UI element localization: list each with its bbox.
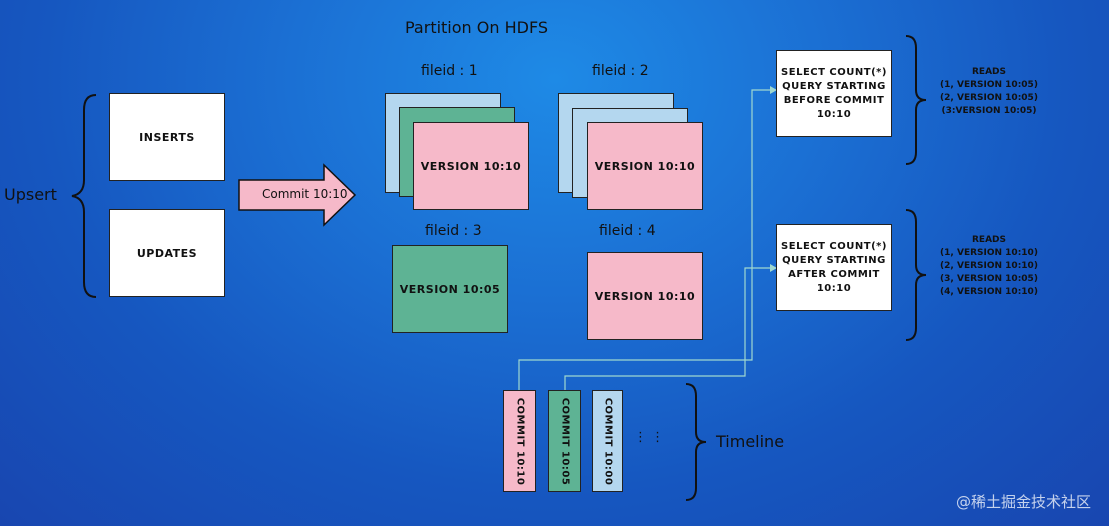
timeline-brace-icon <box>685 383 707 501</box>
reads-after-title: READS <box>972 235 1006 245</box>
fileid-1-version-front: VERSION 10:10 <box>413 122 529 210</box>
query-before-line1: SELECT COUNT(*) <box>781 66 887 78</box>
query-after-line3-rest: COMMIT <box>826 268 880 280</box>
fileid-2-version-label: VERSION 10:10 <box>594 159 696 173</box>
fileid-3-version: VERSION 10:05 <box>392 245 508 333</box>
fileid-1-version-label: VERSION 10:10 <box>420 159 522 173</box>
fileid-4-version: VERSION 10:10 <box>587 252 703 340</box>
reads-after-brace-icon <box>905 209 927 341</box>
reads-after-line: (3, VERSION 10:05) <box>940 274 1038 284</box>
reads-before: READS (1, VERSION 10:05) (2, VERSION 10:… <box>930 66 1048 118</box>
commit-arrow-icon <box>238 163 357 227</box>
reads-before-line: (1, VERSION 10:05) <box>940 80 1038 90</box>
reads-before-title: READS <box>972 67 1006 77</box>
timeline-commit-1005-label: COMMIT 10:05 <box>559 397 571 485</box>
upsert-label: Upsert <box>4 185 57 204</box>
inserts-box: INSERTS <box>109 93 225 181</box>
fileid-4-version-label: VERSION 10:10 <box>594 289 696 303</box>
fileid-2-version-front: VERSION 10:10 <box>587 122 703 210</box>
reads-before-brace-icon <box>905 35 927 165</box>
query-after-line3: AFTER COMMIT <box>788 268 880 282</box>
query-before-line3-rest: COMMIT <box>831 94 885 106</box>
watermark: @稀土掘金技术社区 <box>955 493 1091 511</box>
query-before-line3-bold: BEFORE <box>783 94 832 106</box>
query-after-box: SELECT COUNT(*) QUERY STARTING AFTER COM… <box>776 224 892 311</box>
reads-before-line: (2, VERSION 10:05) <box>940 93 1038 103</box>
fileid-1-label: fileid : 1 <box>421 63 478 79</box>
reads-after-line: (4, VERSION 10:10) <box>940 287 1038 297</box>
commit-arrow-label: Commit 10:10 <box>262 187 348 201</box>
query-before-line2: QUERY STARTING <box>782 80 886 92</box>
upsert-brace-icon <box>71 94 97 298</box>
fileid-3-version-label: VERSION 10:05 <box>399 282 501 296</box>
query-before-line3: BEFORE COMMIT <box>784 94 885 108</box>
timeline-commit-1010-label: COMMIT 10:10 <box>514 397 526 485</box>
query-before-box: SELECT COUNT(*) QUERY STARTING BEFORE CO… <box>776 50 892 137</box>
inserts-label: INSERTS <box>139 130 195 144</box>
fileid-4-label: fileid : 4 <box>599 223 656 239</box>
query-after-line1: SELECT COUNT(*) <box>781 240 887 252</box>
query-after-line2: QUERY STARTING <box>782 254 886 266</box>
reads-after-line: (2, VERSION 10:10) <box>940 261 1038 271</box>
timeline-commit-1000: COMMIT 10:00 <box>592 390 623 492</box>
timeline-label: Timeline <box>716 432 785 451</box>
reads-after: READS (1, VERSION 10:10) (2, VERSION 10:… <box>930 234 1048 299</box>
timeline-commit-1000-label: COMMIT 10:00 <box>602 397 614 485</box>
query-after-line4: 10:10 <box>816 282 852 294</box>
timeline-commit-1005: COMMIT 10:05 <box>548 390 581 492</box>
updates-label: UPDATES <box>136 246 198 260</box>
fileid-2-label: fileid : 2 <box>592 63 649 79</box>
query-before-line4: 10:10 <box>816 108 852 120</box>
diagram-title: Partition On HDFS <box>405 18 549 37</box>
fileid-3-label: fileid : 3 <box>425 223 482 239</box>
timeline-commit-1010: COMMIT 10:10 <box>503 390 536 492</box>
reads-after-line: (1, VERSION 10:10) <box>940 248 1038 258</box>
query-after-line3-bold: AFTER <box>788 268 827 280</box>
reads-before-line: (3:VERSION 10:05) <box>941 106 1037 116</box>
updates-box: UPDATES <box>109 209 225 297</box>
timeline-ellipsis: ⋮ ⋮ <box>634 430 665 445</box>
